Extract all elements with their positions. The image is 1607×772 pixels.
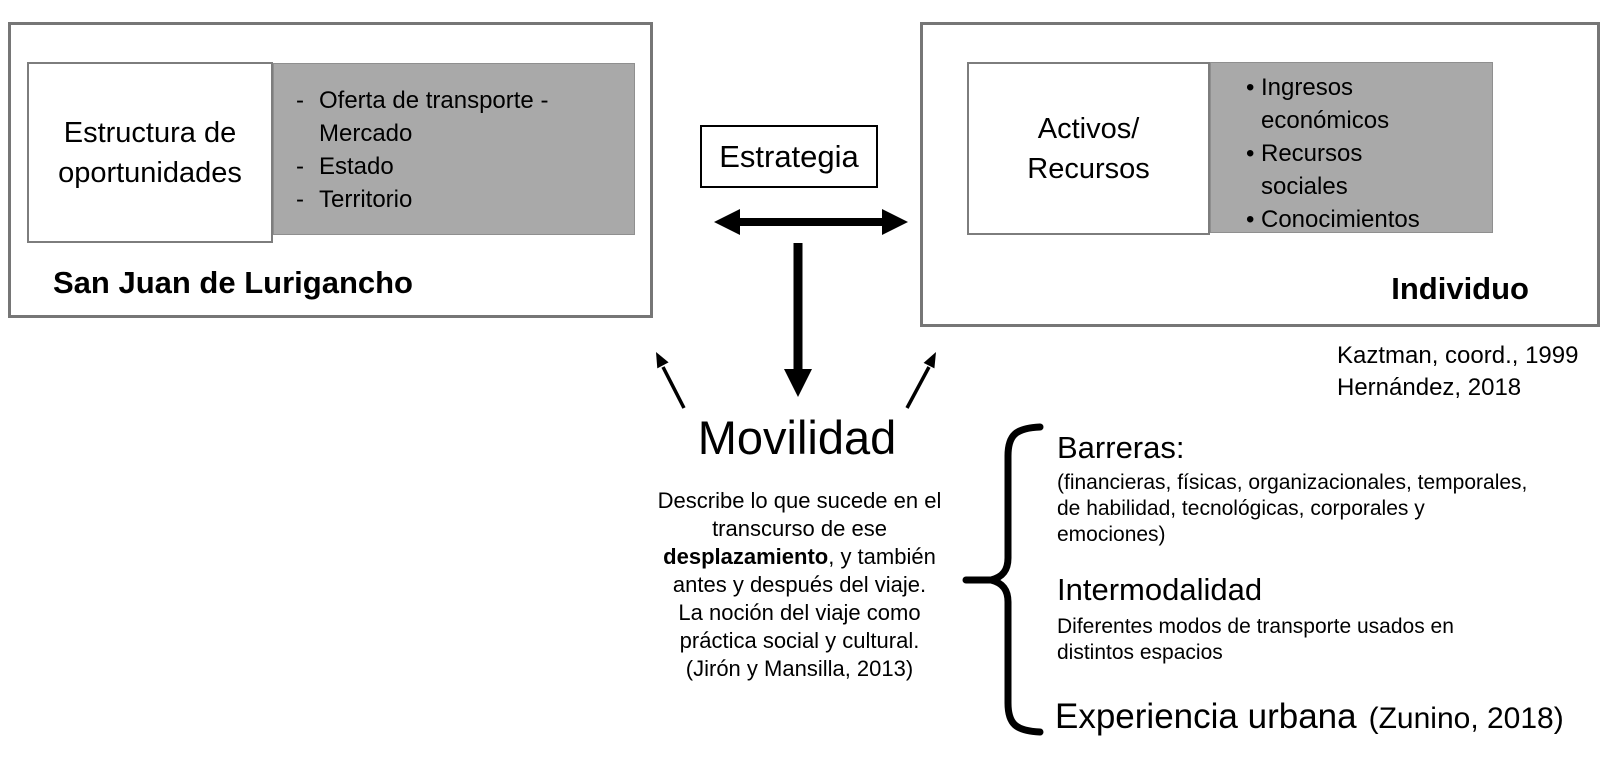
strategy-box: Estrategia [700, 125, 878, 188]
list-item-label: Estado [319, 153, 394, 180]
left-up-arrow-icon [656, 352, 686, 409]
intermodality-heading: Intermodalidad [1057, 572, 1263, 607]
dash-bullet-icon: - [296, 186, 304, 213]
description-line: transcurso de ese [712, 516, 887, 541]
description-line: antes y después del viaje. [672, 572, 927, 597]
list-item-label: Recursos sociales [1261, 140, 1363, 200]
urban-experience-row: Experiencia urbana (Zunino, 2018) [1055, 697, 1564, 737]
barriers-heading: Barreras: [1057, 430, 1185, 465]
list-item: - Oferta de transporte - Mercado [274, 84, 634, 150]
reference-line: Hernández, 2018 [1337, 374, 1522, 401]
curly-brace-icon [962, 423, 1044, 736]
list-item: • Recursos sociales [1211, 137, 1492, 203]
description-line: desplazamiento, y también [627, 543, 972, 571]
left-panel-caption: San Juan de Lurigancho [53, 265, 413, 300]
intermodality-line: distintos espacios [1057, 641, 1223, 664]
barriers-line: de habilidad, tecnológicas, corporales y [1057, 497, 1425, 520]
dash-bullet-icon: - [296, 153, 304, 180]
down-arrow-icon [784, 243, 812, 397]
list-item-label: Conocimientos [1261, 206, 1420, 233]
list-item: • Conocimientos [1211, 203, 1492, 236]
description-line: práctica social y cultural. [679, 628, 920, 653]
list-item-label: Ingresos económicos [1261, 74, 1390, 134]
intermodality-body: Diferentes modos de transporte usados en… [1057, 614, 1454, 666]
opportunity-structure-box: Estructura de oportunidades [27, 62, 273, 243]
list-item-label: Oferta de transporte - Mercado [319, 87, 549, 147]
description-line-rest: , y también [828, 544, 936, 569]
dot-bullet-icon: • [1246, 74, 1255, 101]
opportunity-structure-label-line1: Estructura de [63, 116, 237, 149]
dash-bullet-icon: - [296, 87, 304, 114]
list-item-label: Territorio [319, 186, 413, 213]
assets-resources-box: Activos/ Recursos [967, 62, 1210, 235]
assets-resources-list-box: • Ingresos económicos • Recursos sociale… [1210, 62, 1493, 233]
assets-resources-label-line2: Recursos [1027, 152, 1150, 185]
strategy-label: Estrategia [719, 138, 859, 174]
opportunity-structure-label-line2: oportunidades [58, 156, 242, 189]
barriers-body: (financieras, físicas, organizacionales,… [1057, 470, 1527, 548]
right-panel-caption: Individuo [1391, 271, 1529, 306]
urban-experience-heading: Experiencia urbana [1055, 697, 1357, 736]
urban-experience-citation: (Zunino, 2018) [1368, 702, 1564, 735]
assets-resources-panel: Activos/ Recursos • Ingresos económicos … [920, 22, 1600, 327]
list-item: - Estado [274, 150, 634, 183]
description-line: La noción del viaje como [678, 600, 921, 625]
barriers-line: (financieras, físicas, organizacionales,… [1057, 471, 1528, 494]
dot-bullet-icon: • [1246, 206, 1255, 233]
description-bold-word: desplazamiento [663, 544, 829, 569]
list-item: • Ingresos económicos [1211, 71, 1492, 137]
opportunity-structure-list-box: - Oferta de transporte - Mercado - Estad… [273, 63, 635, 235]
mobility-description: Describe lo que sucede en el transcurso … [627, 487, 972, 683]
list-item: - Territorio [274, 183, 634, 216]
description-line: (Jirón y Mansilla, 2013) [685, 656, 914, 681]
assets-resources-label-line1: Activos/ [1037, 112, 1140, 145]
double-arrow-icon [714, 209, 908, 235]
description-line: Describe lo que sucede en el [657, 488, 942, 513]
barriers-line: emociones) [1057, 523, 1166, 546]
dot-bullet-icon: • [1246, 140, 1255, 167]
reference-line: Kaztman, coord., 1999 [1337, 342, 1579, 369]
intermodality-line: Diferentes modos de transporte usados en [1057, 615, 1454, 638]
mobility-title: Movilidad [697, 411, 897, 464]
references-block: Kaztman, coord., 1999 Hernández, 2018 [1337, 340, 1578, 404]
right-up-arrow-icon [905, 352, 936, 409]
opportunity-structure-panel: Estructura de oportunidades - Oferta de … [8, 22, 653, 318]
